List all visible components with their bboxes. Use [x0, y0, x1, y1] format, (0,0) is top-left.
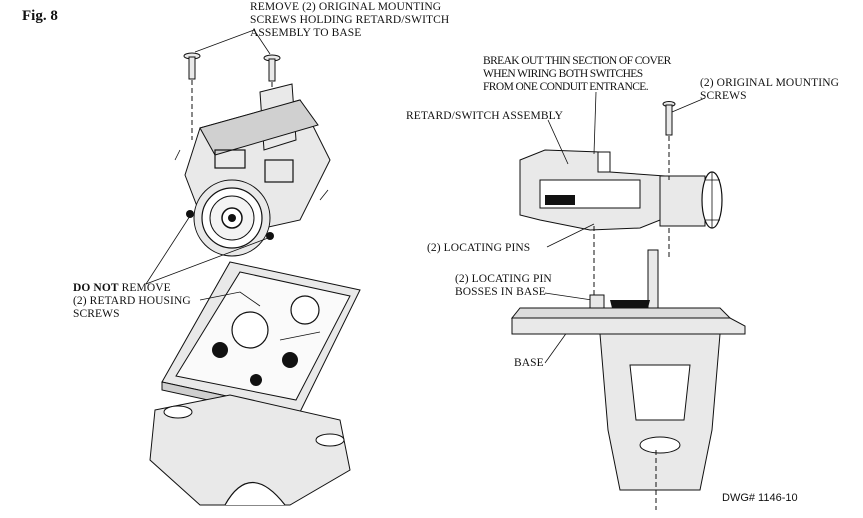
remove-screws-callout: REMOVE (2) ORIGINAL MOUNTING SCREWS HOLD… [250, 1, 449, 40]
do-not-emphasis: DO NOT [73, 282, 119, 294]
break-out-line-2: WHEN WIRING BOTH SWITCHES [483, 68, 643, 80]
right-retard-switch-assembly [519, 149, 723, 231]
break-out-line-3: FROM ONE CONDUIT ENTRANCE. [483, 81, 649, 93]
original-screws-line-1: (2) ORIGINAL MOUNTING [700, 77, 840, 89]
pin-bosses-line-1: (2) LOCATING PIN [455, 273, 552, 285]
base-callout: BASE [514, 357, 544, 369]
figure-label: Fig. 8 [22, 8, 58, 24]
break-out-line-1: BREAK OUT THIN SECTION OF COVER [483, 55, 671, 67]
original-screws-line-2: SCREWS [700, 90, 747, 102]
right-mounting-screw [662, 101, 676, 260]
pin-bosses-line-2: BOSSES IN BASE [455, 286, 546, 298]
do-not-remove-line-3: SCREWS [73, 308, 120, 320]
do-not-remove-line-2: (2) RETARD HOUSING [73, 295, 191, 307]
right-base-assembly [510, 249, 746, 510]
left-mounting-screw-1 [183, 52, 201, 140]
remove-screws-line-2: SCREWS HOLDING RETARD/SWITCH [250, 14, 450, 26]
break-out-callout: BREAK OUT THIN SECTION OF COVER WHEN WIR… [483, 55, 671, 94]
left-base-housing [149, 394, 351, 506]
original-screws-callout: (2) ORIGINAL MOUNTING SCREWS [700, 77, 839, 103]
locating-pins-callout: (2) LOCATING PINS [427, 242, 531, 254]
drawing-number: DWG# 1146-10 [722, 492, 798, 504]
pin-bosses-callout: (2) LOCATING PIN BOSSES IN BASE [455, 273, 552, 299]
remove-screws-line-3: ASSEMBLY TO BASE [250, 27, 362, 39]
left-retard-switch-assembly [174, 83, 331, 257]
remove-screws-line-1: REMOVE (2) ORIGINAL MOUNTING [250, 1, 442, 13]
do-not-remove-text: REMOVE [118, 282, 171, 294]
retard-assembly-callout: RETARD/SWITCH ASSEMBLY [406, 110, 563, 122]
left-base-plate [161, 261, 361, 421]
do-not-remove-callout: DO NOT REMOVE (2) RETARD HOUSING SCREWS [73, 282, 191, 321]
